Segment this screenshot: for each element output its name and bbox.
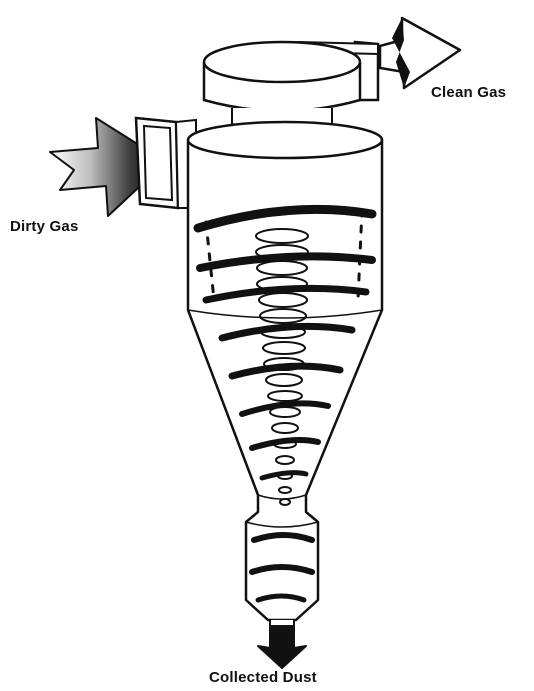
collected-dust-arrow (258, 626, 306, 668)
collected-dust-outlet (258, 620, 306, 668)
dirty-gas-inlet (50, 118, 196, 216)
outlet-cap (204, 42, 360, 131)
dirty-gas-label: Dirty Gas (10, 218, 79, 235)
clean-gas-label: Clean Gas (431, 84, 506, 101)
collected-dust-label: Collected Dust (209, 669, 317, 686)
clean-gas-arrow (380, 18, 460, 88)
cyclone-body (188, 122, 382, 620)
